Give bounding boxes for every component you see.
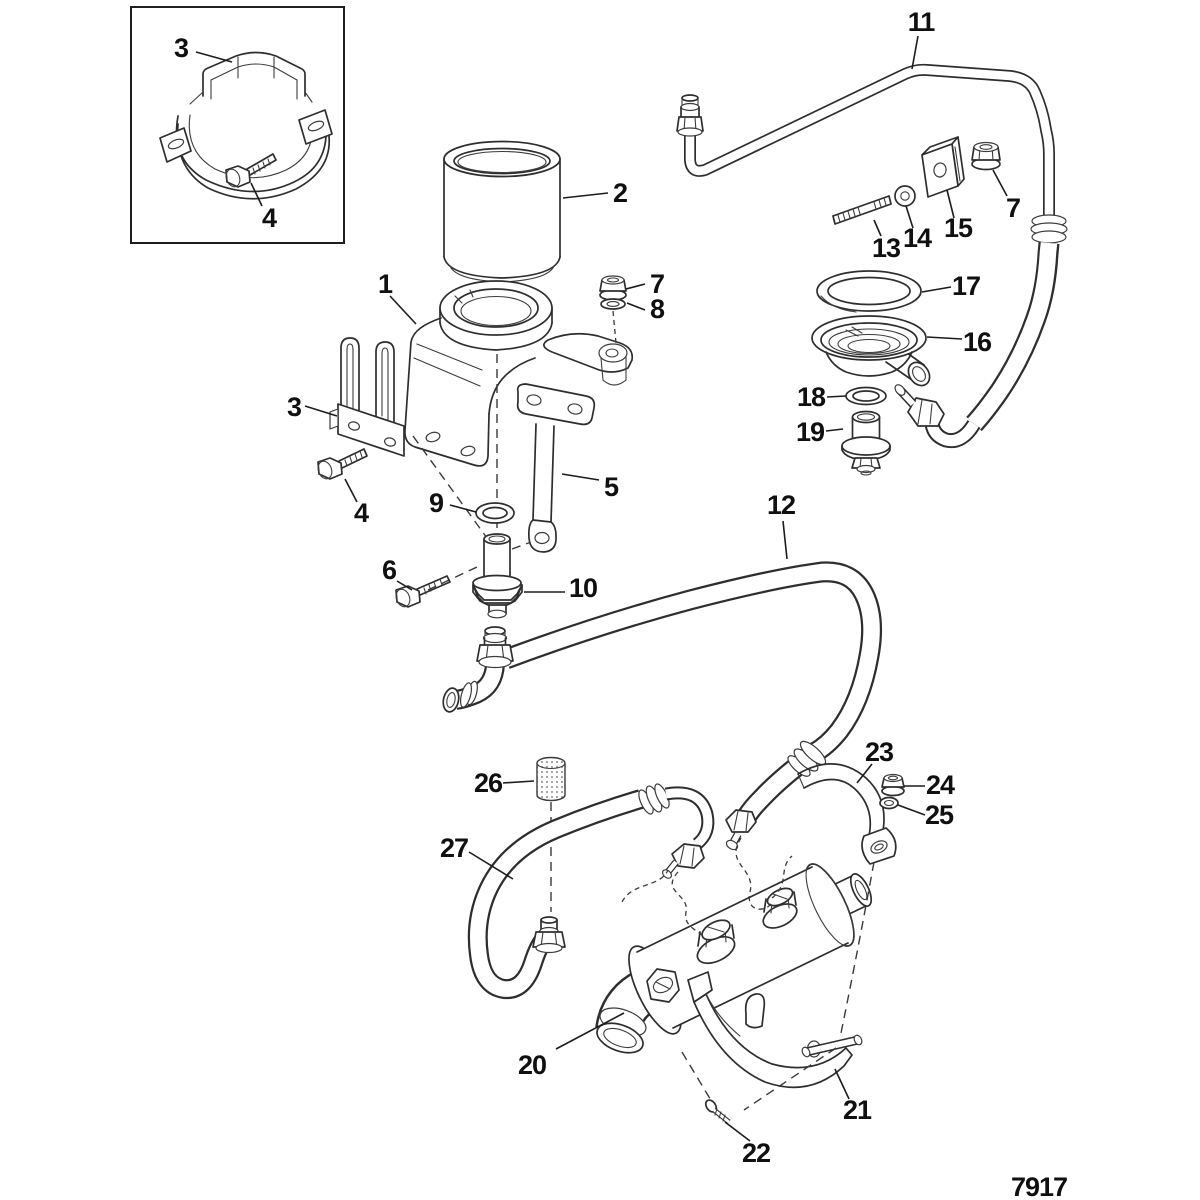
callout-8: 8 (650, 294, 665, 324)
stud-washer (894, 185, 916, 207)
callout-labels: 3 4 2 1 7 8 11 13 14 15 7 17 16 18 19 3 … (174, 7, 1021, 1168)
drain-fitting (841, 410, 891, 476)
clamp-nut (881, 773, 905, 797)
leader-5 (561, 473, 600, 481)
fuel-hose (442, 561, 883, 851)
leader-2 (562, 192, 609, 199)
cooler-bracket (687, 971, 863, 1089)
leader-12 (782, 520, 788, 560)
callout-22: 22 (742, 1138, 770, 1168)
callout-24: 24 (926, 770, 955, 800)
flange-nut-bracket (599, 275, 627, 344)
callout-10: 10 (569, 573, 597, 603)
callout-12: 12 (767, 490, 795, 520)
leader-17 (921, 286, 952, 293)
callout-1: 1 (378, 269, 393, 299)
flange-nut-clip (971, 141, 1001, 171)
filter-canister (443, 140, 561, 283)
callout-3-inset: 3 (174, 33, 189, 63)
clamp-bolt-inset (225, 153, 277, 188)
separator-bowl (811, 315, 931, 387)
leader-6 (396, 580, 413, 591)
cooler-hose (467, 783, 715, 1000)
washer-bracket (600, 298, 626, 310)
leader-22 (724, 1121, 751, 1142)
leader-20 (555, 1012, 625, 1050)
filter-bracket (404, 280, 634, 467)
arm-bolt (395, 575, 451, 608)
callout-19: 19 (796, 417, 825, 447)
leader-13 (873, 219, 882, 237)
leader-23 (856, 763, 873, 784)
leader-25 (897, 804, 926, 816)
leader-1 (389, 295, 417, 325)
support-arm (516, 383, 596, 553)
leader-7a (625, 283, 646, 290)
callout-9: 9 (429, 488, 444, 518)
leader-11 (911, 35, 919, 70)
callout-4-plate: 4 (354, 498, 369, 528)
retainer-clip (921, 136, 965, 198)
fuel-tube (676, 63, 1068, 449)
callout-25: 25 (925, 800, 954, 830)
callout-7-clip: 7 (1006, 193, 1020, 223)
seal-ring (816, 270, 922, 313)
bracket-assembly-guides (681, 861, 875, 1111)
callout-6: 6 (382, 555, 397, 585)
leader-26 (502, 780, 535, 784)
bracket-screw (704, 1099, 731, 1124)
leader-18 (826, 395, 847, 398)
callout-27: 27 (440, 833, 468, 863)
leader-19 (825, 428, 844, 432)
inset-box (130, 6, 345, 244)
callout-26: 26 (474, 768, 503, 798)
callout-16: 16 (963, 327, 992, 357)
figure-number: 7917 (1011, 1172, 1067, 1200)
leader-4-inset (250, 182, 263, 207)
assembly-axis-lines (412, 354, 535, 591)
cooler-clamp (797, 763, 897, 865)
leader-lines (195, 35, 1008, 1142)
clamp-washer (879, 796, 899, 810)
callout-23: 23 (865, 737, 894, 767)
leader-3b (304, 405, 338, 417)
leader-15 (946, 189, 955, 219)
retainer-plate (329, 337, 405, 457)
fuel-cooler (595, 863, 873, 1054)
leader-3-inset (195, 51, 233, 63)
leader-7b (992, 169, 1008, 197)
callout-5: 5 (604, 472, 619, 502)
leader-21 (834, 1068, 850, 1100)
inlet-fitting (472, 533, 523, 619)
callout-18: 18 (797, 382, 826, 412)
callout-4-inset: 4 (262, 203, 277, 233)
leader-27 (468, 851, 514, 880)
pipe-clamp-inset (159, 51, 333, 200)
callout-7-bracket: 7 (650, 269, 664, 299)
leader-4b (344, 478, 358, 503)
callout-11: 11 (908, 7, 936, 37)
leader-8 (626, 302, 646, 311)
callout-14: 14 (903, 223, 932, 253)
leader-16 (926, 336, 963, 340)
callout-17: 17 (952, 271, 980, 301)
leader-9 (449, 504, 477, 513)
hose-connection-guides (621, 837, 793, 939)
leader-14 (905, 205, 914, 229)
o-ring (475, 502, 515, 524)
plate-bolt (317, 448, 368, 480)
callout-3-plate: 3 (287, 392, 302, 422)
callout-15: 15 (944, 213, 973, 243)
stud (832, 195, 892, 225)
callout-21: 21 (843, 1095, 872, 1125)
callout-2: 2 (613, 178, 627, 208)
callout-13: 13 (872, 233, 901, 263)
small-seal (845, 386, 887, 406)
callout-20: 20 (518, 1050, 546, 1080)
